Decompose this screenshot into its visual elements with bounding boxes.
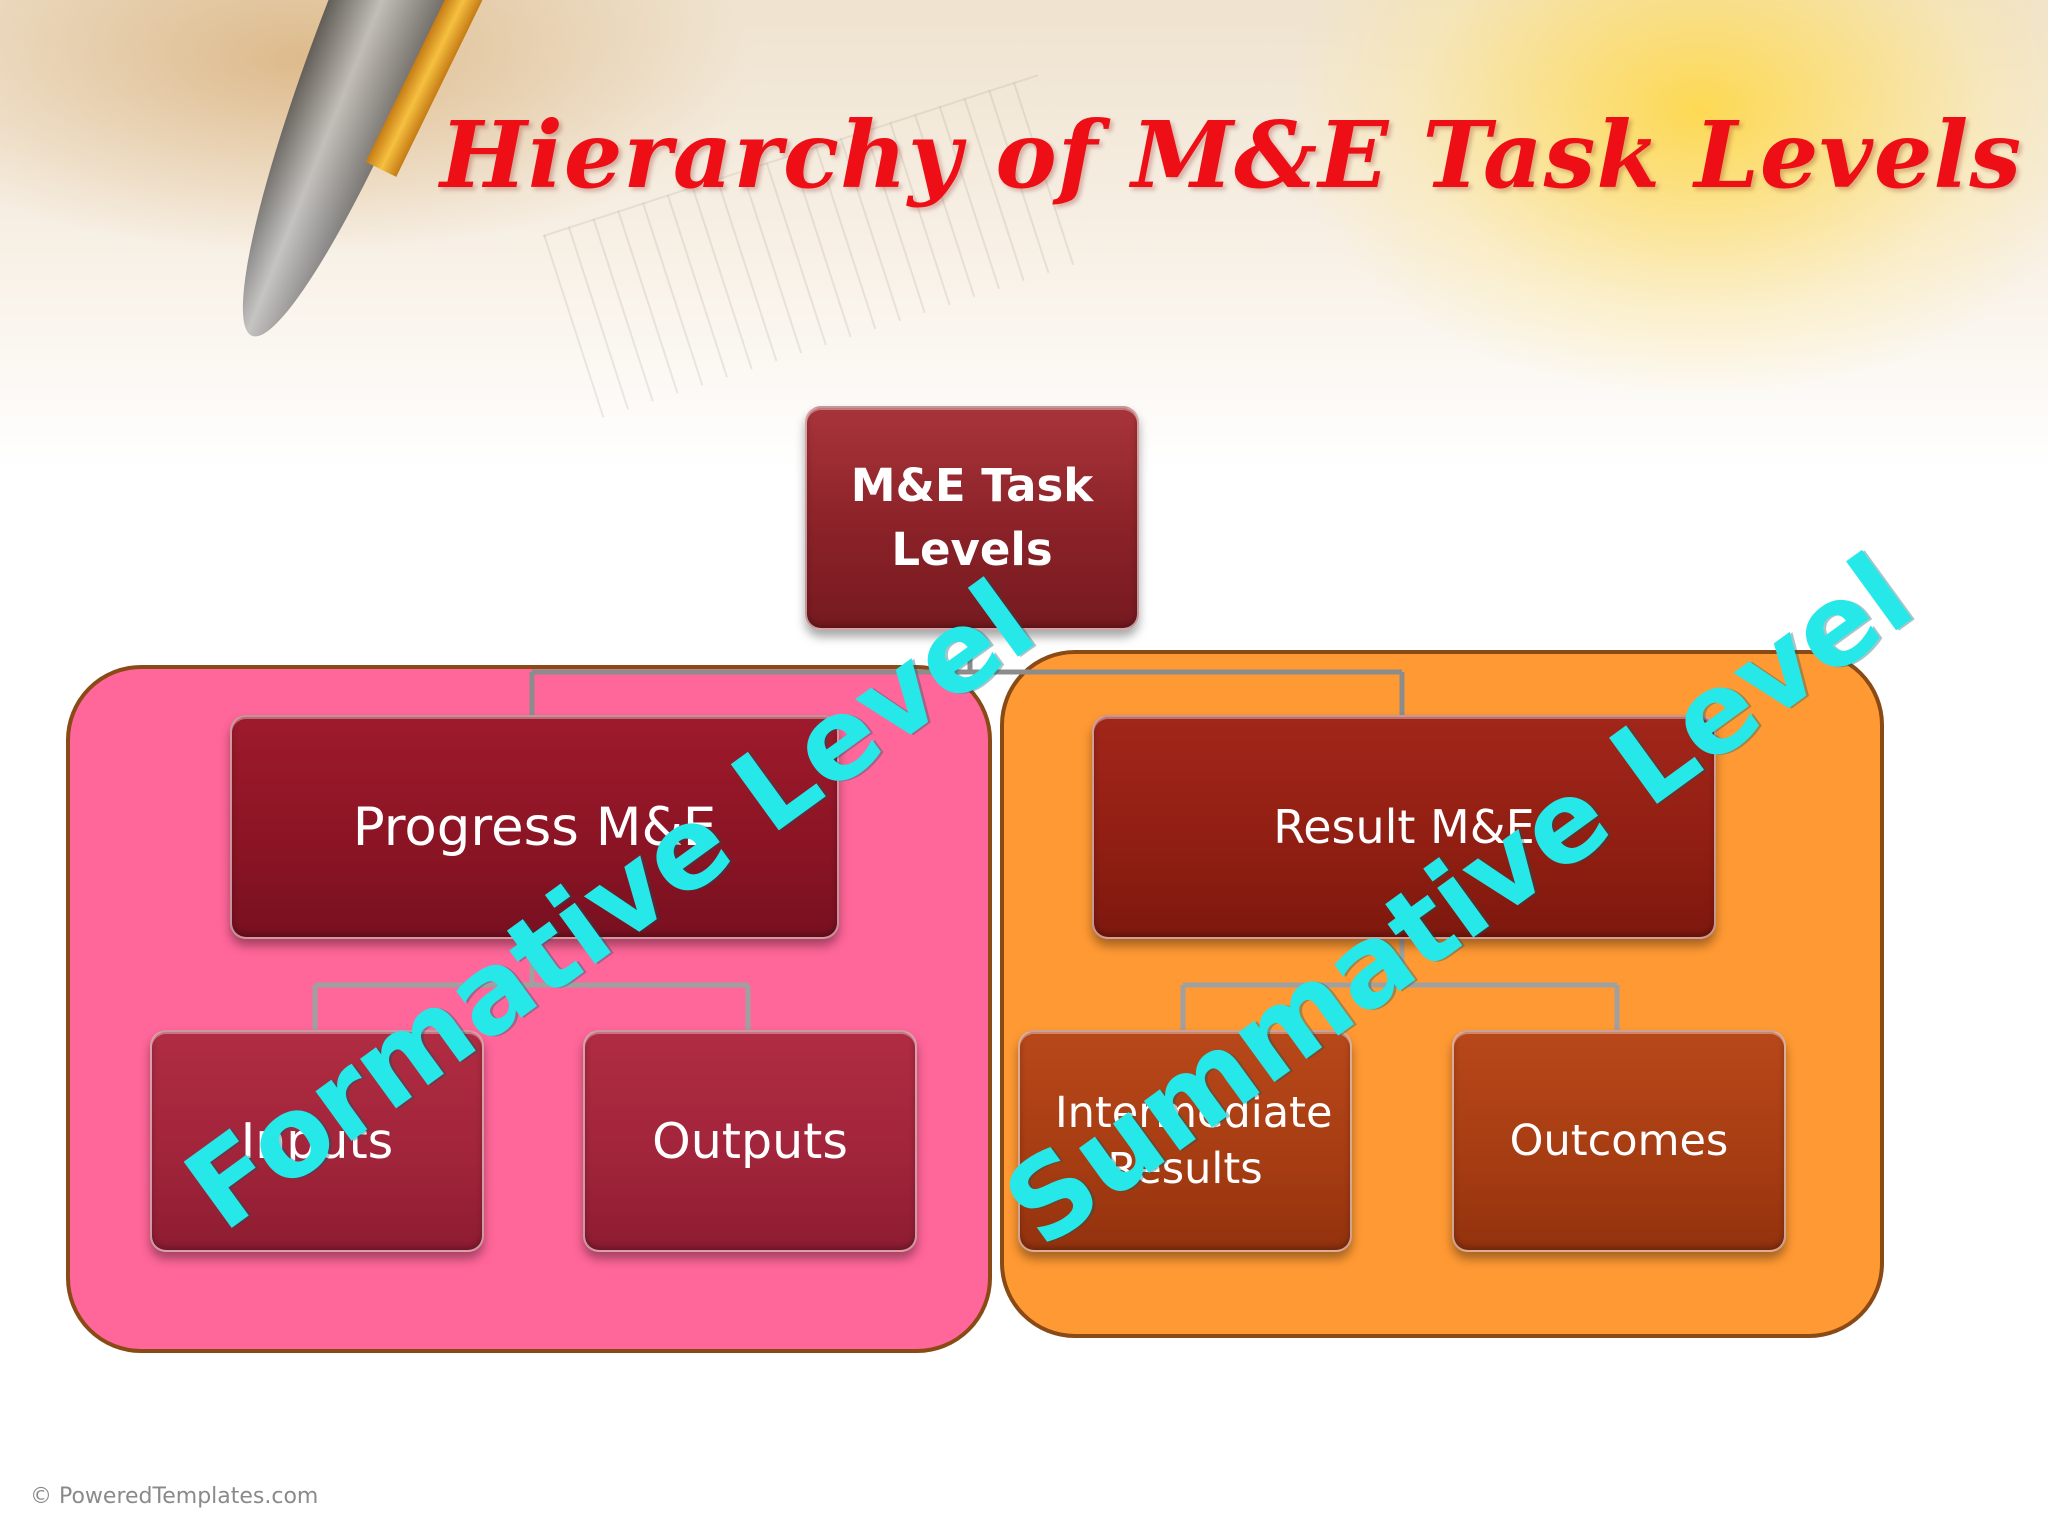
node-result-me-label: Result M&E (1273, 800, 1535, 854)
footer-copyright: © PoweredTemplates.com (30, 1484, 319, 1509)
node-progress-me-label: Progress M&E (352, 796, 717, 858)
connector-progress-to-children (312, 935, 751, 1030)
node-outcomes: Outcomes (1452, 1030, 1786, 1252)
node-inputs: Inputs (150, 1030, 484, 1252)
slide-title: Hierarchy of M&E Task Levels (440, 101, 2023, 209)
node-progress-me: Progress M&E (230, 715, 839, 939)
node-outcomes-label: Outcomes (1509, 1116, 1729, 1166)
node-me-task-levels-label: M&E Task Levels (850, 459, 1094, 576)
node-result-me: Result M&E (1092, 715, 1716, 939)
node-intermediate-results-label: Intermediate Results (1055, 1088, 1333, 1194)
node-outputs-label: Outputs (652, 1112, 848, 1170)
node-intermediate-results: Intermediate Results (1018, 1030, 1352, 1252)
connector-result-to-children (1180, 935, 1620, 1030)
connector-root-to-level2 (529, 626, 1405, 715)
node-inputs-label: Inputs (240, 1112, 394, 1170)
node-me-task-levels: M&E Task Levels (805, 406, 1139, 630)
node-outputs: Outputs (583, 1030, 917, 1252)
